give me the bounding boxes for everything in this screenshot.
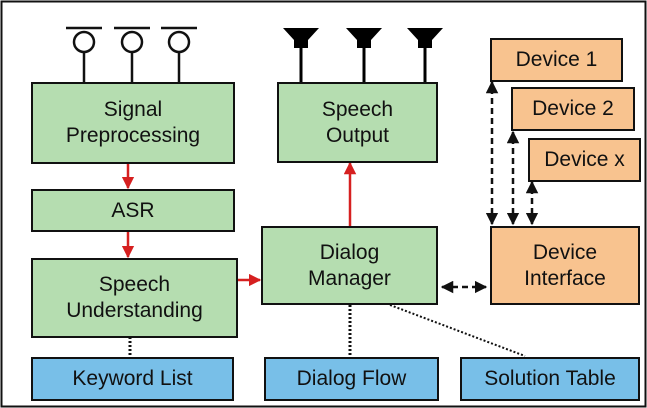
microphone-icon bbox=[161, 26, 197, 82]
box-label-line: Dialog Flow bbox=[296, 367, 407, 390]
box-label-line: ASR bbox=[111, 198, 155, 222]
box-label-line: Device 2 bbox=[532, 97, 614, 120]
data-flow-arrows bbox=[121, 161, 357, 287]
box-label-line: Dialog bbox=[319, 240, 380, 264]
box-label-line: Output bbox=[325, 123, 390, 147]
box-label-line: Speech bbox=[321, 97, 394, 121]
link-dialog-manager-solution-table bbox=[389, 304, 526, 357]
box-label-line: Keyword List bbox=[72, 367, 193, 390]
device-1-box: Device 1 bbox=[490, 38, 623, 82]
loudspeaker-icon bbox=[346, 28, 382, 82]
box-label-line: Speech bbox=[98, 273, 171, 296]
box-label-line: Device 1 bbox=[515, 48, 598, 71]
box-label-line: Interface bbox=[524, 266, 606, 290]
loudspeaker-icon bbox=[407, 28, 443, 82]
device-x-box: Device x bbox=[528, 138, 641, 182]
box-label-line: Device x bbox=[544, 148, 625, 171]
knowledge-links bbox=[128, 304, 526, 357]
solution-table-box: Solution Table bbox=[460, 357, 640, 401]
loudspeaker-array bbox=[283, 28, 443, 82]
box-label-line: Manager bbox=[308, 266, 391, 290]
box-label-line: Signal bbox=[103, 98, 163, 121]
box-label-line: Device bbox=[532, 240, 598, 264]
dialog-flow-box: Dialog Flow bbox=[264, 357, 439, 401]
box-label-line: Preprocessing bbox=[65, 124, 201, 147]
microphone-icon bbox=[114, 26, 150, 82]
device-2-box: Device 2 bbox=[511, 87, 635, 131]
keyword-list-box: Keyword List bbox=[31, 357, 234, 401]
microphone-icon bbox=[66, 26, 102, 82]
microphone-array bbox=[66, 26, 197, 82]
box-label-line: Solution Table bbox=[484, 367, 616, 390]
box-label-line: Understanding bbox=[66, 299, 203, 322]
device-links bbox=[440, 80, 539, 294]
loudspeaker-icon bbox=[283, 28, 319, 82]
asr-box: ASR bbox=[31, 189, 235, 232]
